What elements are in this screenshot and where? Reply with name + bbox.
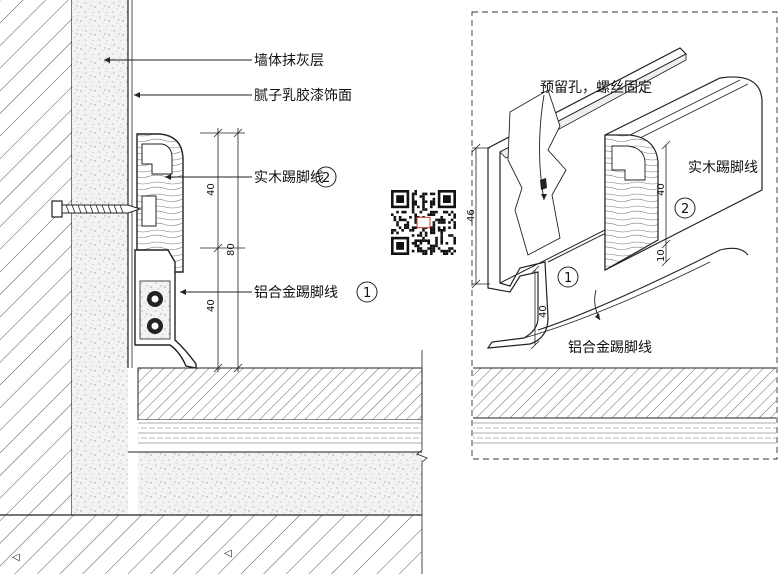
cable-hole-icon — [147, 291, 163, 334]
label-screw-hole: 预留孔，螺丝固定 — [540, 80, 652, 96]
label-plaster-layer: 墙体抹灰层 — [254, 53, 324, 69]
label-paint-finish: 腻子乳胶漆饰面 — [254, 87, 352, 104]
label-wood-skirting-3d: 实木踢脚线 — [688, 160, 758, 176]
label-wood-skirting: 实木踢脚线 — [254, 170, 324, 186]
screw-icon — [51, 200, 142, 218]
left-section-view: ◁ ◁ — [0, 0, 428, 574]
floor-finish-layer — [138, 368, 422, 420]
callout-circle-alu — [356, 281, 378, 303]
dim-alu-lower-3d: 40 — [538, 305, 549, 318]
detail-frame — [471, 11, 778, 460]
callout-number-wood-3d: 2 — [681, 202, 689, 217]
dim-upper: 40 — [206, 183, 217, 196]
dim-lower: 40 — [206, 299, 217, 312]
label-alu-skirting-3d: 铝合金踢脚线 — [568, 340, 652, 356]
callout-number-alu-3d: 1 — [564, 271, 572, 286]
floor-mortar-layer — [138, 420, 422, 452]
callout-circle-wood — [315, 166, 337, 188]
plaster-layer — [72, 0, 128, 515]
callout-number-alu: 1 — [363, 286, 371, 301]
callout-number-wood: 2 — [322, 171, 330, 186]
svg-text:◁: ◁ — [12, 552, 20, 563]
dim-wood-height-3d: 40 — [656, 183, 667, 196]
svg-text:◁: ◁ — [224, 548, 232, 559]
masonry-wall — [0, 0, 72, 515]
right-isometric-view — [471, 11, 778, 460]
callout-circle-alu-3d — [557, 266, 579, 288]
label-alu-skirting: 铝合金踢脚线 — [254, 285, 338, 301]
dim-wood-lower-3d: 10 — [656, 249, 667, 262]
qr-code-icon — [389, 188, 457, 256]
dim-alu-height-3d: 46 — [466, 209, 477, 222]
callout-circle-wood-3d — [674, 197, 696, 219]
floor-slab — [0, 515, 422, 574]
dim-total: 80 — [226, 243, 237, 256]
